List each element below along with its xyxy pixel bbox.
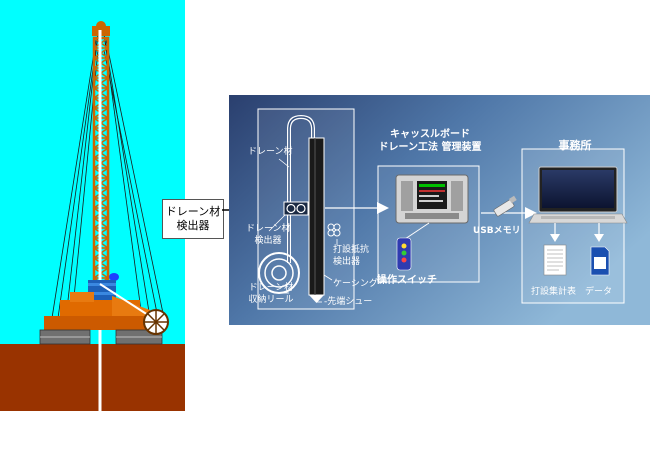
drain-detector-callout: ドレーン材 検出器 [162, 199, 224, 239]
label-storage-reel-1: ドレーン材 [248, 283, 294, 293]
base-machine [39, 292, 163, 345]
usb-stick [493, 195, 517, 217]
sd-card-icon [590, 246, 610, 276]
label-tip-shoe-text: 先端シュー [327, 297, 373, 307]
laptop-icon [528, 166, 628, 224]
label-usb: USBメモリ [473, 226, 521, 236]
operation-switch [396, 222, 430, 271]
label-operation-switch: 操作スイッチ [377, 275, 437, 286]
drain-detector-rollers [283, 201, 309, 216]
callout-line-1: ドレーン材 [165, 205, 221, 218]
drain-reel-wheel [99, 283, 169, 335]
label-casing: ケーシング [333, 279, 378, 289]
arrow-to-office [525, 207, 537, 219]
label-drain-detector-2: 検出器 [254, 236, 282, 246]
label-drain-detector-1: ドレーン材 [246, 224, 291, 234]
label-resistance-detector-2: 検出器 [333, 257, 361, 267]
label-office: 事務所 [558, 139, 592, 152]
label-device-title-1: キャッスルボード [390, 129, 470, 140]
leader-lines [268, 158, 338, 303]
system-diagram-panel [229, 95, 650, 325]
arrow-to-device [377, 202, 389, 214]
label-report: 打設集計表 [531, 287, 577, 297]
callout-line-2: 検出器 [176, 219, 210, 232]
label-device-title-2: ドレーン工法 管理装置 [378, 142, 482, 153]
label-data: データ [585, 287, 613, 297]
detector-marker [109, 273, 119, 281]
ground [0, 344, 185, 411]
label-resistance-detector-1: 打設抵抗 [333, 245, 370, 255]
tip-shoe [309, 295, 324, 303]
casing [308, 137, 325, 296]
report-document-icon [543, 244, 567, 276]
rig-scene [0, 0, 185, 411]
label-tip-shoe: -先端シュー [324, 297, 373, 307]
label-storage-reel-2: 収納リール [248, 295, 294, 305]
label-drain-material: ドレーン材 [248, 147, 293, 157]
